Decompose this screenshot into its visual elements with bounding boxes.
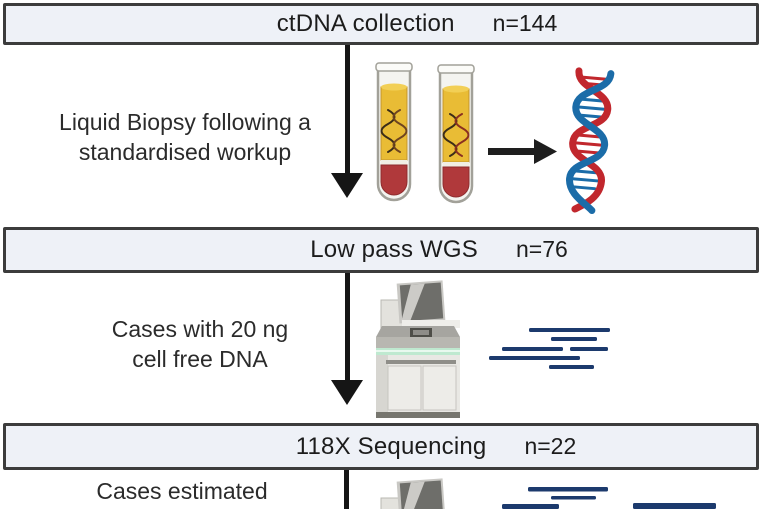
step3-header-box: 118X Sequencing n=22 <box>3 423 759 470</box>
step1-note-line1: Liquid Biopsy following a <box>59 109 311 135</box>
step1-header-box: ctDNA collection n=144 <box>3 3 759 45</box>
sequencing-reads-icon <box>489 328 610 369</box>
step3-count: n=22 <box>524 432 577 459</box>
step2-note: Cases with 20 ng cell free DNA <box>45 314 355 374</box>
step2-title: Low pass WGS <box>310 236 478 263</box>
down-arrow-icon <box>345 273 350 382</box>
sequencer-icon <box>376 280 460 418</box>
step2-note-line1: Cases with 20 ng <box>111 316 289 342</box>
sequencer-icon <box>380 478 446 509</box>
step2-count: n=76 <box>515 236 568 262</box>
right-arrow-icon <box>488 139 557 164</box>
step1-count: n=144 <box>492 10 558 36</box>
dna-helix-icon <box>566 67 615 215</box>
blood-tube-icon <box>437 64 475 204</box>
step3-title: 118X Sequencing <box>295 432 487 460</box>
step2-header-box: Low pass WGS n=76 <box>3 227 759 273</box>
down-arrow-icon <box>345 45 350 175</box>
step3-note: Cases estimated <box>27 476 337 506</box>
down-arrow-icon <box>344 470 349 509</box>
down-arrow-head-icon <box>331 380 363 405</box>
sequencing-reads-icon <box>502 487 716 509</box>
step2-note-line2: cell free DNA <box>132 346 268 372</box>
step1-title: ctDNA collection <box>276 10 455 37</box>
step1-note-line2: standardised workup <box>78 139 292 165</box>
blood-tube-icon <box>375 62 413 202</box>
down-arrow-head-icon <box>331 173 363 198</box>
step3-note-line1: Cases estimated <box>96 478 268 504</box>
step1-note: Liquid Biopsy following a standardised w… <box>25 107 345 167</box>
